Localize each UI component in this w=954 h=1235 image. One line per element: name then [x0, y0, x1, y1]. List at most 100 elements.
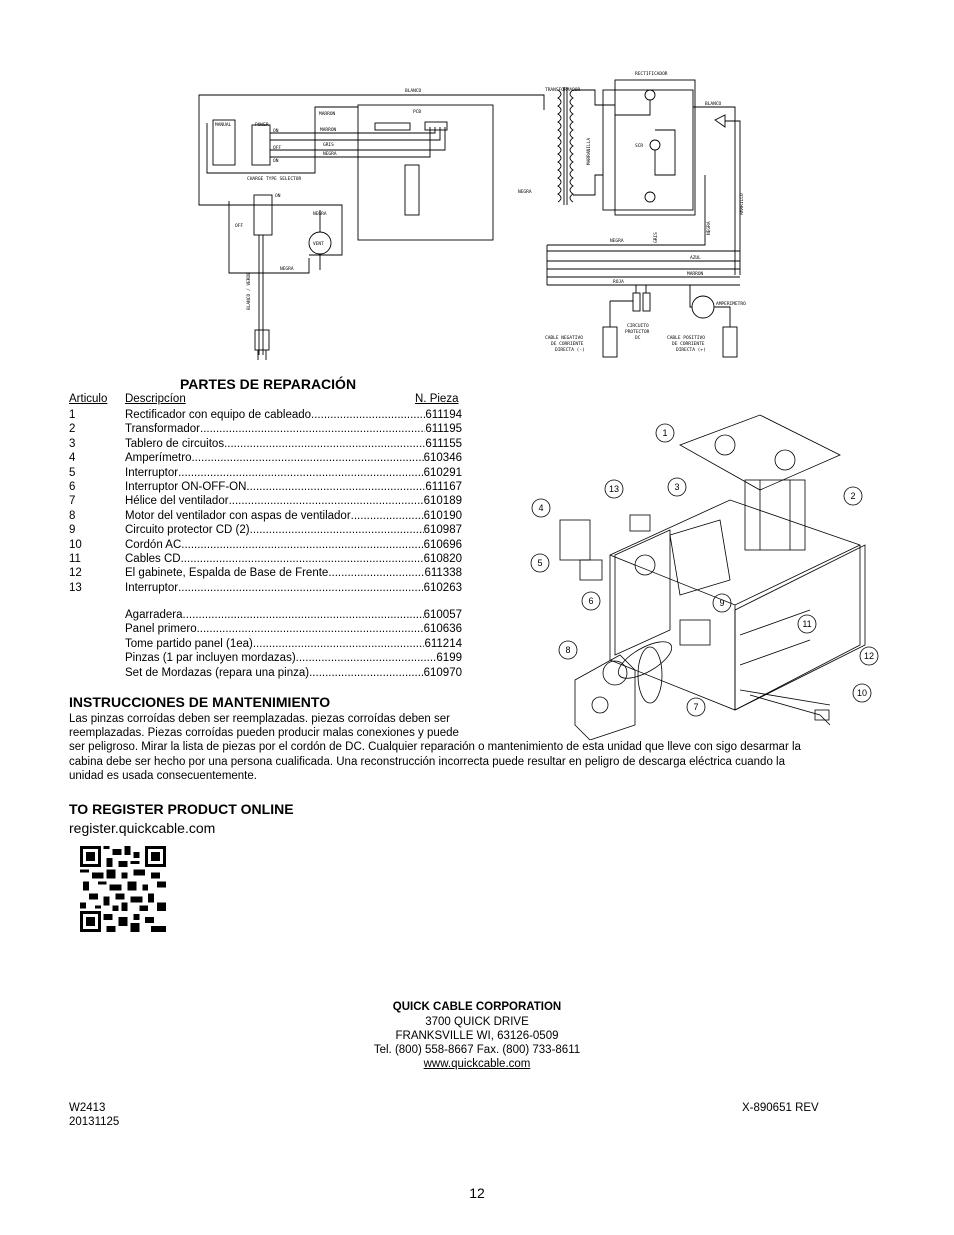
parts-col-desc: Descripcíon	[125, 393, 186, 405]
schematic-label: ON	[273, 128, 279, 134]
part-description: Motor del ventilador con aspas de ventil…	[125, 509, 351, 522]
schematic-label: PCB	[413, 109, 421, 115]
part-description: El gabinete, Espalda de Base de Frente	[125, 567, 329, 580]
schematic-label: TRANSFORMADOR	[545, 87, 581, 93]
doc-code: W2413	[69, 1102, 106, 1114]
part-code: 610970	[423, 666, 462, 679]
part-description: Interruptor	[125, 581, 179, 594]
part-description: Tome partido panel (1ea)	[125, 637, 253, 650]
parts-row: 13 Interruptor 610263	[69, 581, 464, 595]
schematic-label: CABLE POSITIVO	[667, 335, 705, 341]
parts-row: 10 Cordón AC610696	[69, 538, 464, 552]
leader-dots	[246, 480, 425, 494]
part-code: 611155	[425, 437, 462, 450]
part-desc-line: Transformador 611195	[125, 422, 462, 436]
callout-number: 11	[802, 619, 811, 629]
schematic-label: AZUL	[690, 255, 701, 261]
parts-row: Pinzas (1 par incluyen mordazas) 6199	[69, 651, 464, 665]
schematic-label: NEGRA	[706, 221, 712, 235]
part-code: 610189	[423, 495, 462, 508]
part-number-cell: 5	[69, 466, 76, 479]
schematic-label: RECTIFICADOR	[635, 71, 668, 77]
part-code: 610820	[423, 553, 462, 565]
part-description: Amperímetro	[125, 452, 192, 465]
company-website-link[interactable]: www.quickcable.com	[423, 1058, 531, 1070]
part-number-cell: 11	[69, 553, 81, 565]
part-code: 611214	[424, 637, 462, 650]
company-name: QUICK CABLE CORPORATION	[392, 1001, 562, 1013]
leader-dots	[229, 494, 424, 508]
part-number-cell: 13	[69, 581, 82, 594]
part-description: Hélice del ventilador	[125, 495, 229, 508]
register-url[interactable]: register.quickcable.com	[69, 820, 216, 836]
maintenance-line: reemplazadas. Piezas corroídas pueden pr…	[69, 727, 459, 739]
schematic-label: NEGRA	[610, 238, 624, 244]
part-desc-line: Interruptor 610291	[125, 466, 462, 480]
part-desc-line: Circuito protector CD (2)610987	[125, 523, 462, 537]
parts-row: Tome partido panel (1ea) 611214	[69, 637, 464, 651]
part-desc-line: Pinzas (1 par incluyen mordazas) 6199	[125, 651, 462, 665]
part-description: Agarradera	[125, 609, 183, 621]
schematic-label: MARRON	[320, 127, 337, 133]
company-phone: Tel. (800) 558-8667 Fax. (800) 733-8611	[373, 1044, 581, 1056]
part-desc-line: Interruptor 610263	[125, 581, 462, 595]
schematic-label: BLANCO / VERDE	[246, 272, 252, 310]
part-description: Cordón AC	[125, 538, 182, 551]
parts-col-item: Articulo	[69, 393, 108, 405]
schematic-label: GRIS	[323, 142, 334, 148]
callout-number: 7	[693, 702, 698, 712]
leader-dots	[178, 581, 424, 595]
part-code: 6199	[436, 652, 462, 665]
part-number-cell: 12	[69, 567, 82, 580]
part-code: 611338	[424, 567, 462, 580]
part-number-cell: 6	[69, 481, 76, 493]
parts-row: 6 Interruptor ON-OFF-ON 611167	[69, 480, 464, 494]
callout-number: 12	[864, 651, 874, 661]
callout-number: 2	[850, 491, 855, 501]
leader-dots	[191, 451, 423, 465]
callout-number: 1	[662, 428, 667, 438]
part-description: Circuito protector CD (2)	[125, 524, 250, 537]
part-code: 611195	[425, 423, 462, 436]
part-number-cell: 7	[69, 495, 76, 508]
part-number-cell: 8	[69, 509, 76, 522]
part-code: 610291	[423, 466, 462, 479]
part-desc-line: Amperímetro610346	[125, 451, 462, 465]
leader-dots	[181, 552, 424, 566]
part-code: 611167	[425, 481, 462, 493]
part-desc-line: Hélice del ventilador 610189	[125, 494, 462, 508]
parts-row: Panel primero 610636	[69, 622, 464, 636]
part-description: Interruptor ON-OFF-ON	[125, 481, 247, 493]
maintenance-line: ser peligroso. Mirar la lista de piezas …	[69, 741, 801, 753]
part-description: Interruptor	[125, 466, 179, 479]
leader-dots	[224, 437, 425, 451]
part-description: Cables CD	[125, 553, 181, 565]
maintenance-line: cabina debe ser hecho por una persona cu…	[69, 756, 785, 768]
callout-number: 9	[719, 598, 724, 608]
part-code: 610057	[423, 609, 462, 621]
part-desc-line: Cables CD 610820	[125, 552, 462, 566]
leader-dots	[178, 466, 424, 480]
schematic-label: DE CORRIENTE	[672, 341, 705, 347]
schematic-label: NEGRA	[323, 151, 337, 157]
part-desc-line: Tome partido panel (1ea) 611214	[125, 637, 462, 651]
part-desc-line: Cordón AC610696	[125, 538, 462, 552]
part-number-cell: 10	[69, 538, 82, 551]
page-number: 12	[469, 1185, 485, 1201]
schematic-label: MARRON	[687, 271, 704, 277]
part-desc-line: Rectificador con equipo de cableado 6111…	[125, 408, 462, 422]
revision-code: X-890651 REV	[742, 1102, 819, 1114]
part-description: Set de Mordazas (repara una pinza)	[125, 666, 310, 679]
schematic-label: DIRECTA (+)	[676, 347, 706, 353]
qr-code[interactable]	[80, 845, 166, 933]
register-heading: TO REGISTER PRODUCT ONLINE	[69, 801, 294, 817]
schematic-label: BLANCO	[705, 101, 722, 107]
schematic-label: CHARGE TYPE SELECTOR	[247, 176, 301, 182]
part-number-cell: 9	[69, 524, 76, 537]
part-code: 610190	[423, 509, 462, 522]
part-desc-line: Agarradera 610057	[125, 608, 462, 622]
part-desc-line: Motor del ventilador con aspas de ventil…	[125, 509, 462, 523]
